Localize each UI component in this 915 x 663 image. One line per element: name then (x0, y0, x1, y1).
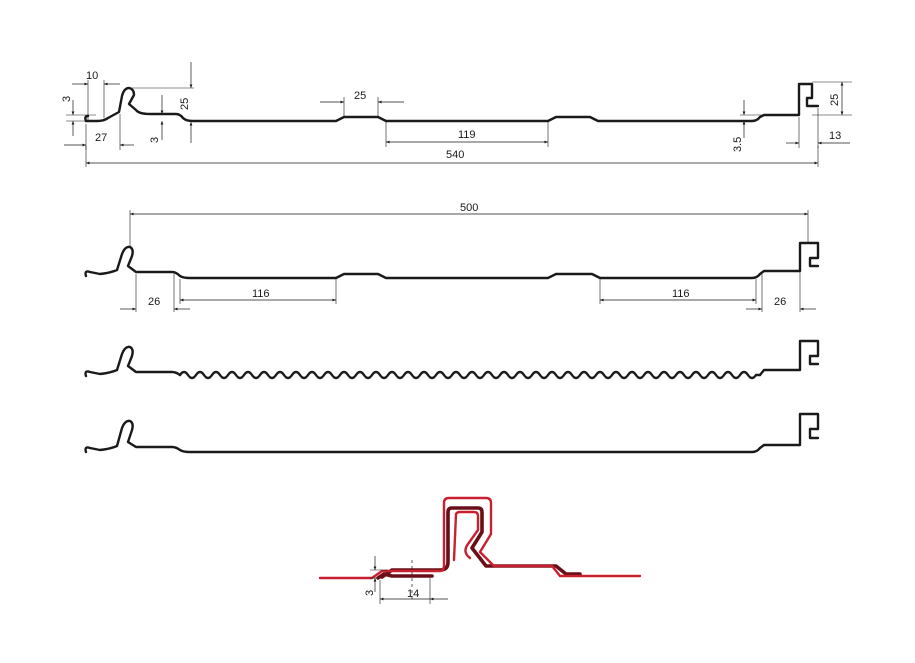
dim-working-width: 500 (460, 202, 478, 214)
dim-flat-width: 119 (458, 129, 476, 141)
profile-4 (84, 412, 820, 454)
dim-lock-width: 10 (86, 70, 98, 82)
dim-right-step: 3.5 (732, 137, 744, 152)
profile-3-right-lock (758, 339, 820, 377)
dim-total-width: 540 (446, 149, 464, 161)
profile-2 (84, 241, 820, 280)
profile-3 (84, 339, 820, 380)
dim-right-lock-height: 25 (829, 94, 841, 106)
dim-left-edge: 26 (148, 296, 160, 308)
profile-1 (84, 82, 820, 123)
profile-3-corrugation (178, 370, 762, 380)
dim-left-flat: 116 (252, 288, 270, 300)
detail-upper-sheet (318, 496, 642, 580)
dim-rib-width: 25 (354, 90, 366, 102)
dim-lock-offset: 3 (61, 96, 73, 102)
profile-1-left-hook (84, 114, 90, 123)
profile-3-outline (84, 345, 182, 378)
profile-2-outline (84, 241, 820, 280)
profile-2-dimensions: 500 26 116 116 26 (120, 202, 816, 312)
detail-left-bend (376, 572, 434, 580)
dim-right-edge: 26 (774, 296, 786, 308)
seam-detail (318, 496, 642, 580)
profile-1-dimensions: 10 3 27 25 3 25 119 (61, 62, 852, 167)
dim-right-flat: 116 (672, 288, 690, 300)
dim-lock-height: 25 (179, 98, 191, 110)
detail-lower-sheet (380, 506, 582, 579)
dim-edge-to-lock: 27 (95, 132, 107, 144)
dim-detail-overlap: 14 (407, 588, 419, 600)
dim-right-lock-width: 13 (829, 130, 841, 142)
dim-step-height: 3 (149, 137, 161, 143)
seam-detail-dimensions: 3 14 (364, 556, 448, 604)
dim-detail-offset: 3 (364, 590, 376, 596)
profile-4-outline (84, 412, 820, 454)
profile-1-outline (84, 82, 820, 123)
detail-hook (452, 510, 480, 562)
